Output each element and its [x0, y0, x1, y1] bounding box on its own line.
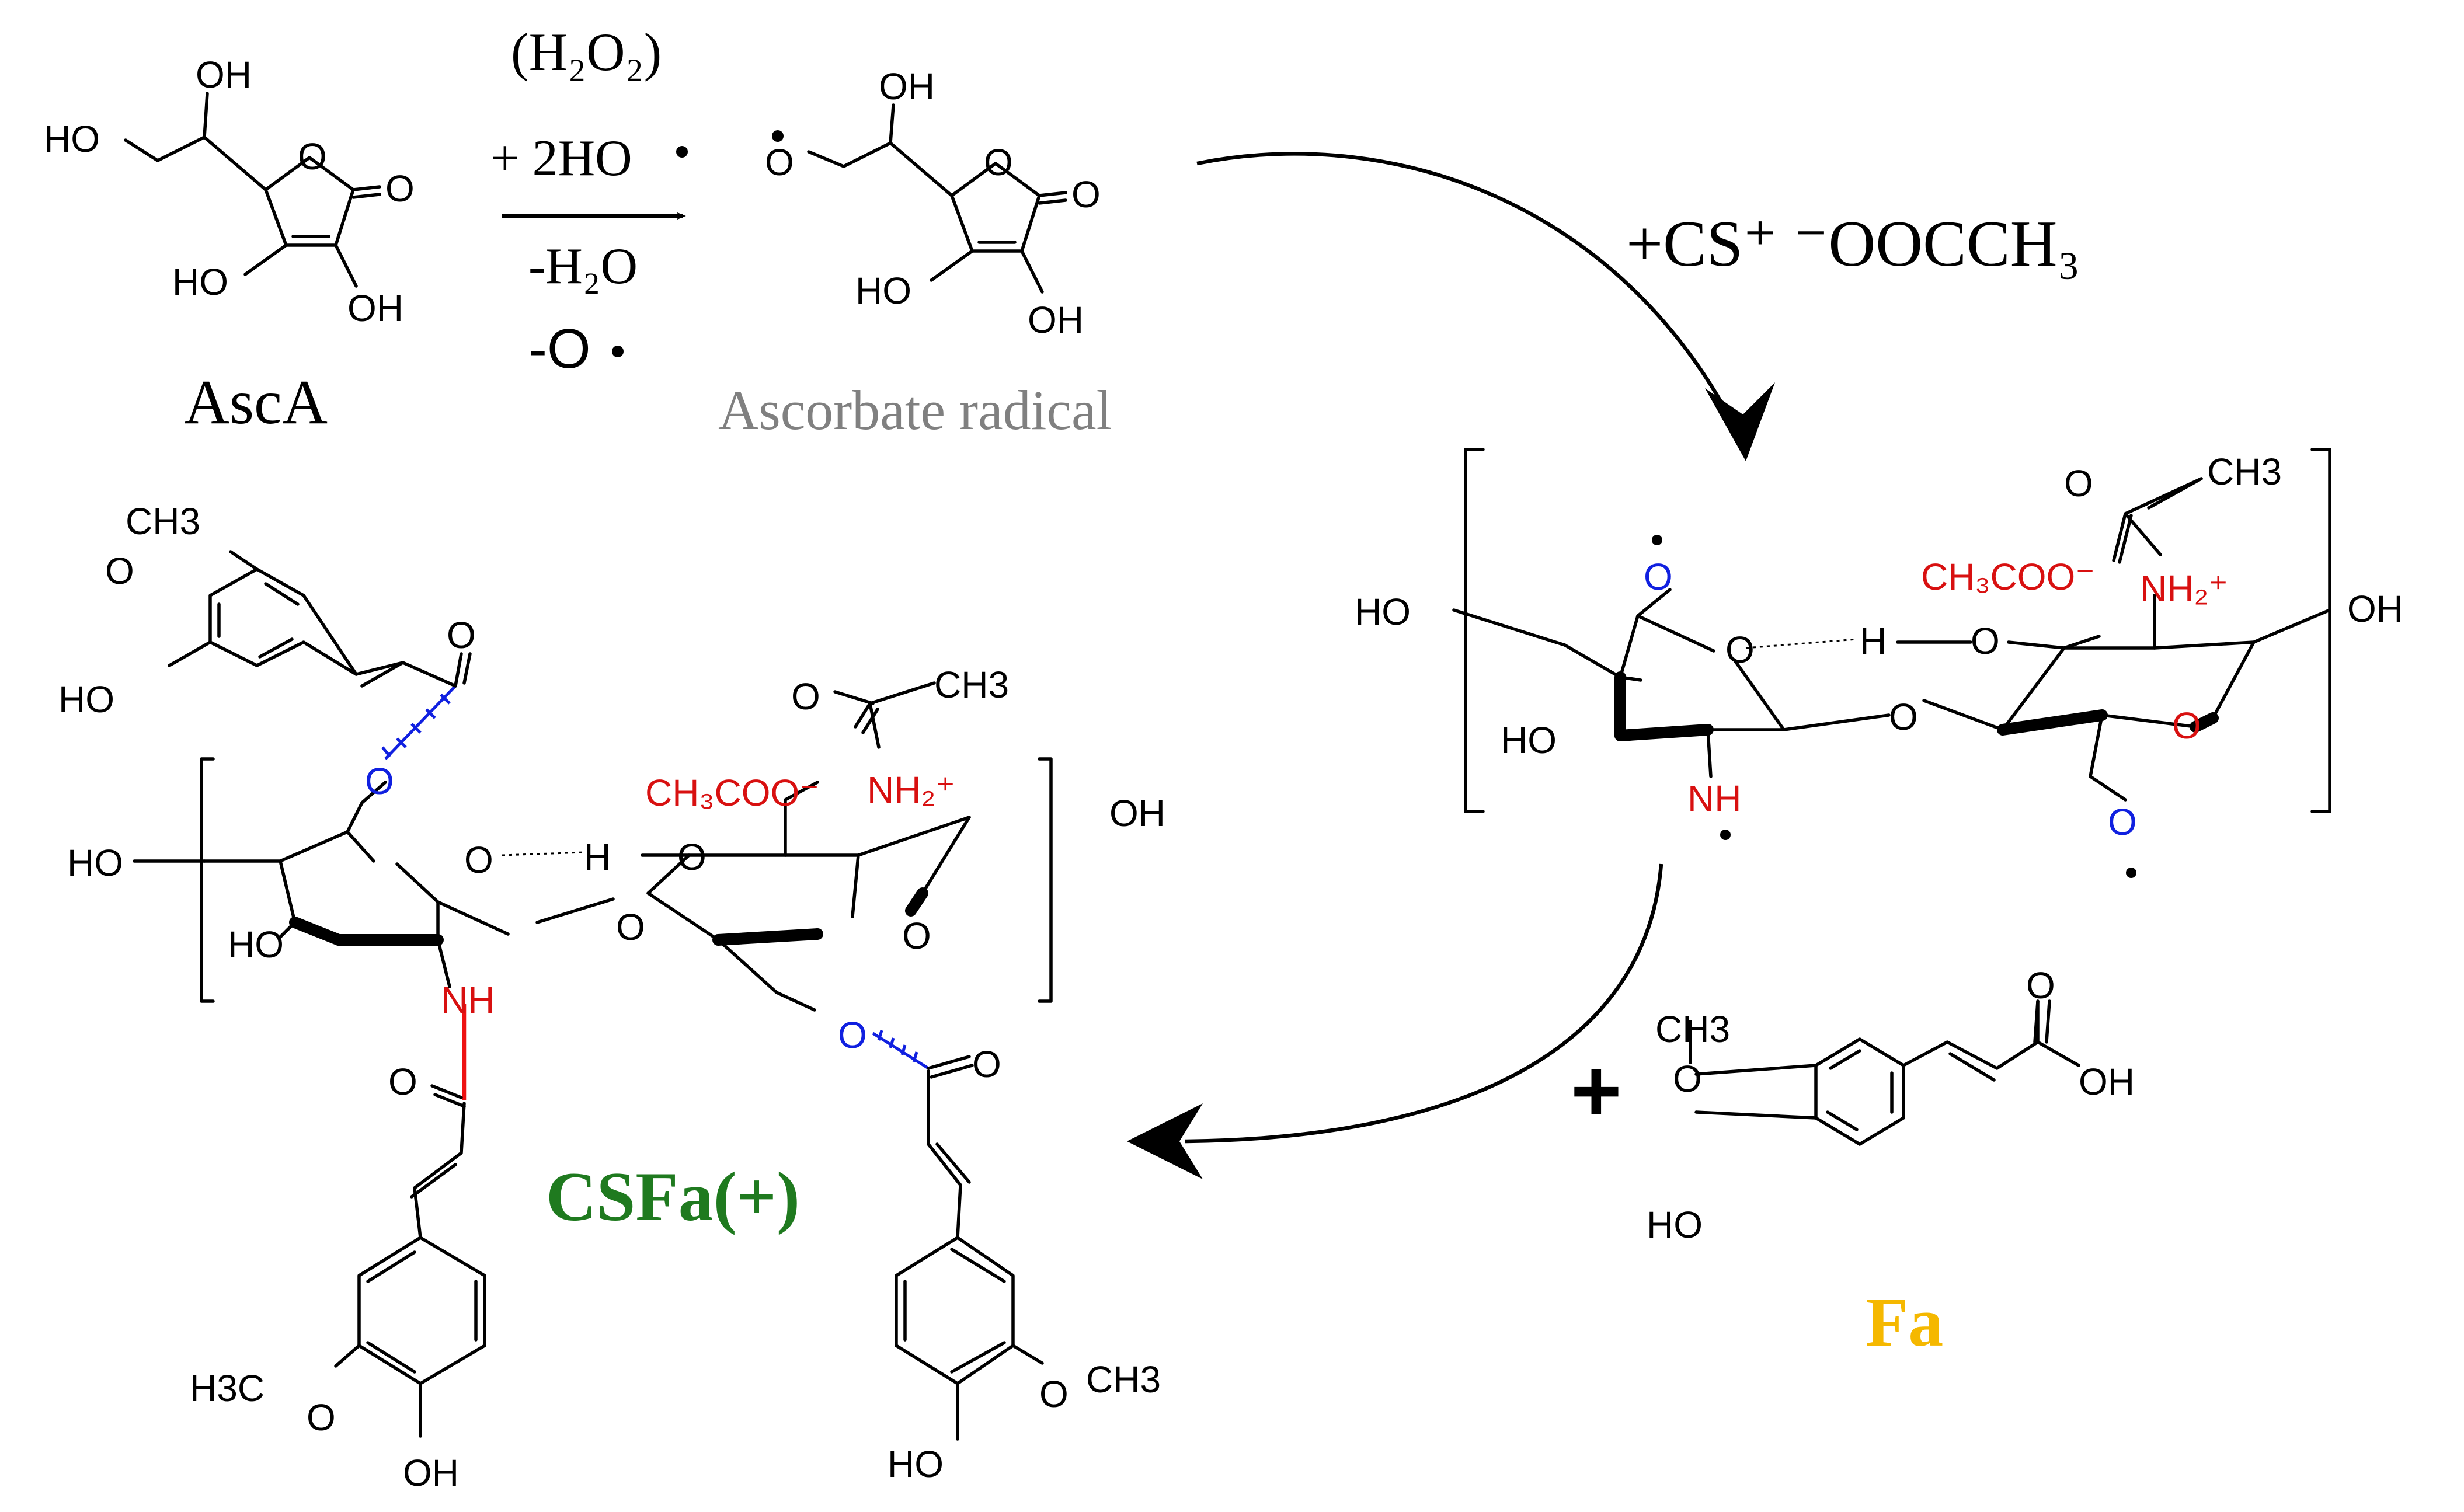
right-o-radical-dot-bottom [2126, 868, 2136, 878]
prod-o-hydroxyl: O [677, 836, 707, 878]
asca-o-ring: O [298, 135, 327, 177]
prod-h3c: H3C [190, 1367, 265, 1409]
prod-acetate: CH₃COO⁻ [645, 772, 819, 814]
prod-ho-ring: HO [228, 924, 284, 966]
right-ch3: CH3 [2207, 451, 2282, 493]
right-h-bridge: H [1860, 620, 1887, 662]
fa-ho: HO [1647, 1204, 1703, 1246]
product-label: CSFa(+) [546, 1158, 800, 1235]
prod-oh-bottom-left: OH [403, 1452, 459, 1494]
right-o-amide: O [2064, 462, 2093, 504]
arrowhead-down [1705, 382, 1775, 461]
reagent-hydroxyl: + 2HO [490, 130, 632, 187]
right-oh-end: OH [2347, 588, 2403, 630]
byproduct-oxygen: -O [528, 318, 591, 380]
radical-oh-bottom: OH [1028, 299, 1084, 341]
ascorbate-radical-dot [772, 130, 784, 142]
right-o-glycosidic: O [1889, 696, 1918, 738]
fa-oh: OH [2079, 1061, 2135, 1103]
chitosan-reagent: +CS⁺ ⁻OOCCH₃ [1626, 208, 2080, 280]
fa-o-methoxy: O [1673, 1058, 1702, 1100]
ferulic-acid-structure: CH3 O HO O OH [1647, 964, 2135, 1246]
prod-ch3-amide: CH3 [934, 664, 1009, 706]
prod-ho-top: HO [58, 678, 114, 720]
prod-o-ester-top: O [365, 760, 394, 802]
plus-sign: + [1571, 1041, 1622, 1140]
radical-o-carbonyl: O [1071, 173, 1101, 215]
right-o-hydroxyl: O [1971, 620, 2000, 662]
ascorbic-acid-structure: O O OH HO HO OH [44, 54, 415, 329]
prod-ch3-bottom-right: CH3 [1086, 1358, 1161, 1400]
prod-o-methoxy-left: O [307, 1396, 336, 1438]
chitosan-radical-structure: HO OH O O H O HO NH O O O CH₃COO⁻ NH₂⁺ O… [1355, 448, 2403, 878]
right-ho-end: HO [1355, 591, 1411, 633]
prod-o-ester-right: O [838, 1014, 867, 1056]
prod-o-carbonyl-left: O [388, 1061, 417, 1103]
asca-oh-top: OH [196, 54, 252, 96]
radical-o-radical: O [765, 141, 794, 183]
right-nh-radical-dot [1720, 830, 1731, 840]
arrow-to-product [1185, 863, 1663, 1144]
ascorbate-radical-structure: O O OH O HO OH [765, 65, 1101, 341]
prod-o-methoxy-top: O [105, 550, 134, 592]
right-o-ring1: O [1725, 629, 1755, 671]
oxygen-radical-dot [612, 346, 624, 357]
csfa-product-structure: CH3 O HO O O HO O H O HO O O OH CH₃COO⁻ … [58, 500, 1165, 1494]
prod-ho-bottom-right: HO [888, 1443, 944, 1485]
asca-label: AscA [184, 368, 328, 437]
prod-ho-left-end: HO [67, 842, 123, 884]
right-acetate: CH₃COO⁻ [1921, 556, 2095, 598]
right-ho-ring: HO [1501, 719, 1557, 761]
prod-o-ring1: O [464, 839, 493, 881]
prod-o-amide: O [791, 675, 820, 717]
prod-nh: NH [441, 979, 495, 1021]
prod-o-glycosidic: O [616, 906, 645, 948]
hydroxyl-radical-dot [676, 146, 688, 158]
right-o-ring2: O [2172, 705, 2201, 747]
prod-o-ring2: O [902, 915, 931, 957]
reagent-h2o2: (H₂O₂) [511, 22, 662, 82]
prod-h-bridge: H [584, 836, 611, 878]
right-o-radical-dot-top [1652, 535, 1662, 545]
asca-o-carbonyl: O [385, 168, 415, 210]
right-ammonium: NH₂⁺ [2140, 567, 2228, 609]
prod-o-methoxy-right: O [1039, 1373, 1069, 1415]
arrow-to-chitosan-radical [1196, 152, 1748, 451]
asca-ho-left: HO [44, 118, 100, 160]
right-o-radical-top: O [1644, 556, 1673, 598]
prod-o-carbonyl-right: O [972, 1043, 1001, 1085]
byproduct-water: -H₂O [528, 238, 638, 295]
asca-oh-bottom: OH [347, 287, 403, 329]
radical-o-ring: O [984, 141, 1013, 183]
fa-label: Fa [1866, 1283, 1943, 1361]
fa-ch3: CH3 [1655, 1008, 1730, 1050]
radical-ho-bottom: HO [855, 270, 911, 312]
prod-o-carbonyl-top: O [447, 614, 476, 656]
prod-ammonium: NH₂⁺ [867, 769, 955, 811]
right-o-radical-bottom: O [2108, 801, 2137, 843]
arrowhead-left [1127, 1103, 1203, 1179]
prod-ch3-top: CH3 [126, 500, 200, 542]
asca-ho-bottom: HO [172, 261, 228, 303]
fa-o-carbonyl: O [2026, 964, 2055, 1006]
radical-oh-top: OH [879, 65, 935, 107]
right-nh: NH [1687, 778, 1741, 820]
ascorbate-radical-label: Ascorbate radical [718, 379, 1112, 441]
prod-oh-right-end: OH [1109, 792, 1165, 834]
